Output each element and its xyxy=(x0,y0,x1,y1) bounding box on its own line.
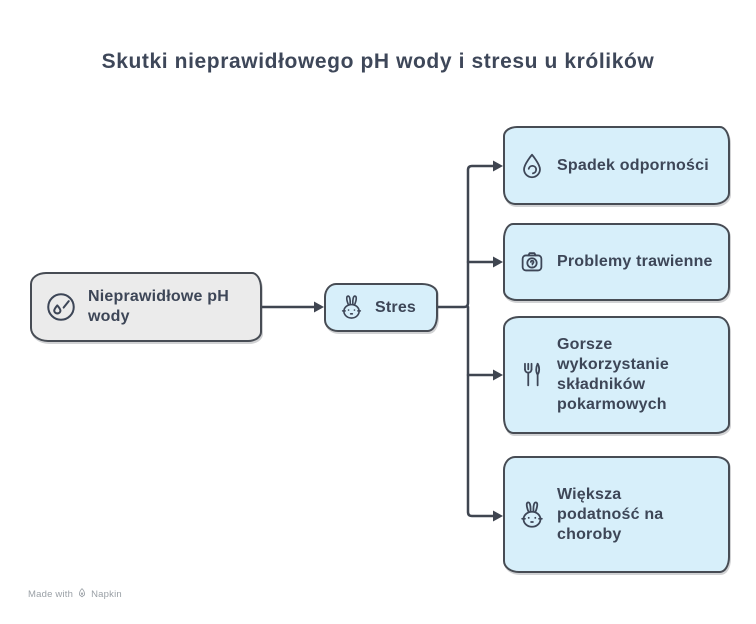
node-effect-disease: Większa podatność na choroby xyxy=(503,456,730,573)
digestive-icon xyxy=(517,247,547,277)
node-label: Nieprawidłowe pH wody xyxy=(88,288,229,325)
rabbit-icon xyxy=(517,500,547,530)
ph-gauge-icon xyxy=(44,290,78,324)
node-effect-digestion: Problemy trawienne xyxy=(503,223,730,301)
watermark-brand: Napkin xyxy=(91,589,122,600)
node-cause: Nieprawidłowe pH wody xyxy=(30,272,262,342)
watermark: Made with Napkin xyxy=(28,588,122,601)
fork-knife-icon xyxy=(517,360,547,390)
node-label: Problemy trawienne xyxy=(557,253,713,270)
node-effect-immunity: Spadek odporności xyxy=(503,126,730,205)
node-mediator: Stres xyxy=(324,283,438,332)
node-label: Stres xyxy=(375,298,417,316)
watermark-prefix: Made with xyxy=(28,589,74,600)
node-label: Większa podatność na choroby xyxy=(557,485,664,543)
node-label: Spadek odporności xyxy=(557,156,709,174)
node-label: Gorsze wykorzystanie składników pokarmow… xyxy=(557,336,669,413)
rabbit-icon xyxy=(338,294,365,321)
node-effect-nutrients: Gorsze wykorzystanie składników pokarmow… xyxy=(503,316,730,434)
immunity-drop-icon xyxy=(517,151,547,181)
pen-nib-icon xyxy=(77,588,87,601)
diagram-title: Skutki nieprawidłowego pH wody i stresu … xyxy=(101,50,655,73)
